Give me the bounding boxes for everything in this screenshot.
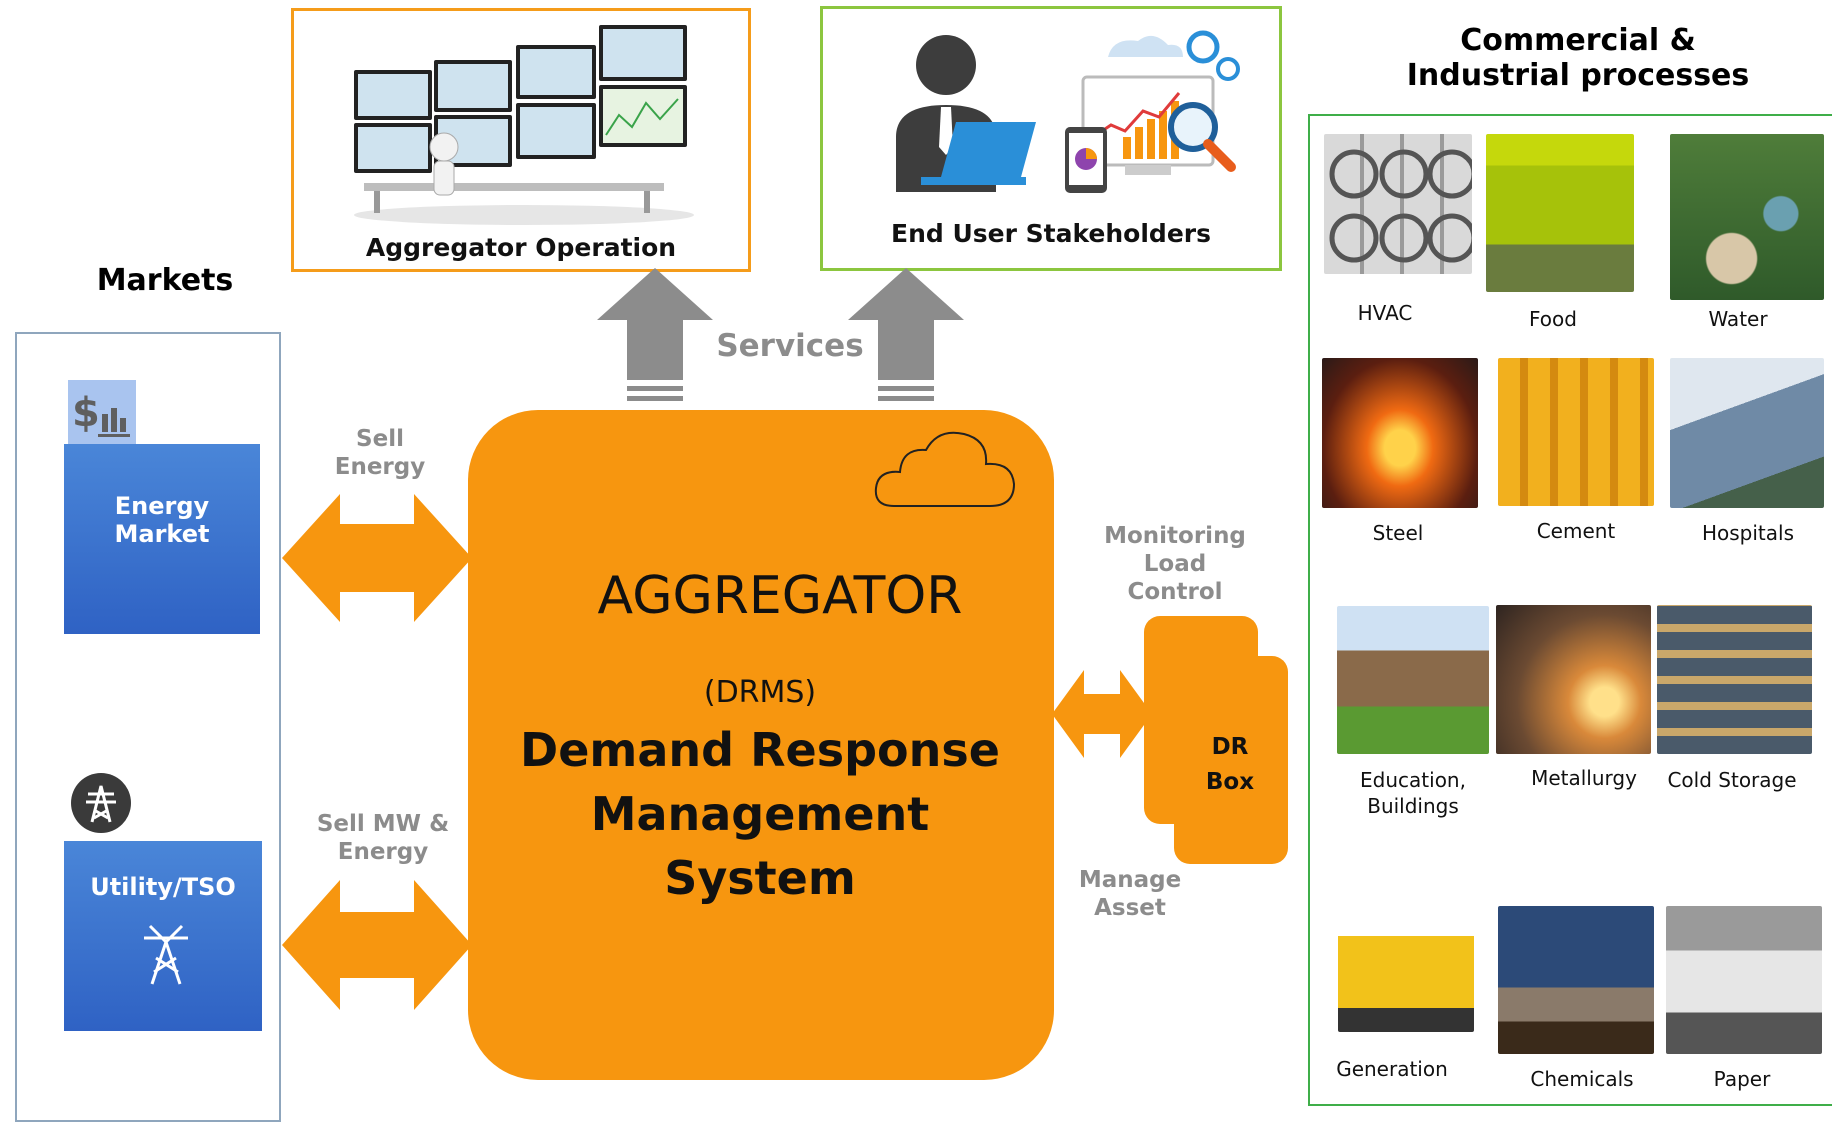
steel-image	[1322, 358, 1478, 508]
generation-image	[1338, 912, 1474, 1032]
process-label-metallurgy: Metallurgy	[1531, 766, 1637, 790]
utility-pylon-icon	[144, 924, 188, 985]
analytics-dashboard-icon	[1065, 30, 1240, 193]
drms-name: Demand Response Management System	[500, 718, 1020, 910]
services-arrow-right	[848, 268, 964, 401]
utility-tso-card[interactable]: Utility/TSO	[64, 841, 262, 1031]
processes-panel	[1308, 114, 1832, 1106]
process-label-cold-storage: Cold Storage	[1667, 768, 1797, 792]
process-label-cement: Cement	[1536, 519, 1616, 543]
cold-storage-image	[1657, 605, 1812, 754]
sell-energy-line-1: Sell	[356, 426, 404, 452]
dr-box-label: DR Box	[1185, 730, 1275, 800]
sell-energy-double-arrow	[282, 494, 472, 622]
dollar-chart-icon: $	[68, 380, 136, 448]
end-user-stakeholders-label: End User Stakeholders	[891, 219, 1211, 248]
sell-mw-energy-line-1: Sell MW &	[316, 811, 450, 837]
water-image	[1670, 134, 1824, 300]
services-arrow-left	[597, 268, 713, 401]
monitoring-line-2: Load	[1143, 551, 1207, 577]
processes-heading-line-2: Industrial processes	[1406, 57, 1750, 93]
dr-box-line-1: DR	[1211, 734, 1249, 760]
energy-market-label: Energy Market	[114, 492, 210, 548]
sell-energy-line-2: Energy	[334, 453, 426, 480]
aggregator-operation-label: Aggregator Operation	[365, 233, 677, 262]
education-buildings-image	[1337, 606, 1489, 754]
drms-name-line-1: Demand Response	[520, 723, 1000, 777]
markets-heading: Markets	[96, 263, 234, 298]
dr-box-double-arrow	[1052, 670, 1152, 758]
process-label-generation: Generation	[1336, 1057, 1448, 1081]
hvac-image	[1324, 134, 1477, 274]
processes-heading: Commercial & Industrial processes	[1348, 23, 1808, 93]
sell-energy-label: Sell Energy	[300, 426, 460, 481]
process-label-hospitals: Hospitals	[1701, 521, 1795, 545]
services-label: Services	[716, 328, 864, 364]
monitoring-line-1: Monitoring	[1104, 523, 1246, 549]
utility-tso-label: Utility/TSO	[90, 873, 236, 901]
metallurgy-image	[1496, 605, 1651, 754]
aggregator-title: AGGREGATOR	[597, 566, 963, 626]
business-user-icon	[896, 35, 1036, 192]
cloud-icon	[874, 431, 1016, 507]
process-label-food: Food	[1529, 307, 1577, 331]
process-label-paper: Paper	[1713, 1067, 1771, 1091]
process-label-chemicals: Chemicals	[1530, 1067, 1634, 1091]
process-label-water: Water	[1708, 307, 1768, 331]
processes-heading-line-1: Commercial &	[1460, 23, 1696, 58]
drms-subtitle: (DRMS)	[703, 675, 817, 710]
monitoring-line-3: Control	[1127, 579, 1223, 605]
transmission-tower-icon	[71, 773, 131, 833]
process-label-education-buildings: Education, Buildings	[1360, 768, 1466, 818]
manage-asset-line-2: Asset	[1094, 895, 1166, 921]
svg-text:$: $	[72, 390, 100, 436]
food-image	[1486, 134, 1634, 292]
aggregator-operation-panel: Aggregator Operation	[291, 8, 751, 272]
energy-market-card[interactable]: Energy Market	[64, 444, 260, 634]
manage-asset-label: Manage Asset	[1060, 866, 1200, 922]
process-label-hvac: HVAC	[1357, 301, 1413, 325]
sell-mw-energy-label: Sell MW & Energy	[293, 811, 473, 866]
monitoring-load-control-label: Monitoring Load Control	[1090, 522, 1260, 606]
dr-box-line-2: Box	[1205, 769, 1255, 795]
cement-image	[1498, 358, 1654, 506]
drms-name-line-3: System	[664, 851, 856, 905]
aggregator-block	[468, 410, 1054, 1080]
sell-mw-double-arrow	[282, 880, 472, 1010]
chemicals-image	[1498, 906, 1654, 1054]
paper-image	[1666, 906, 1822, 1054]
process-label-steel: Steel	[1372, 521, 1424, 545]
sell-mw-energy-line-2: Energy	[337, 838, 429, 865]
end-user-stakeholders-panel: End User Stakeholders	[820, 6, 1282, 271]
drms-name-line-2: Management	[590, 787, 930, 841]
dr-box-front[interactable]	[1144, 616, 1258, 824]
control-room-illustration	[334, 15, 714, 225]
manage-asset-line-1: Manage	[1078, 867, 1182, 893]
hospitals-image	[1670, 358, 1824, 508]
